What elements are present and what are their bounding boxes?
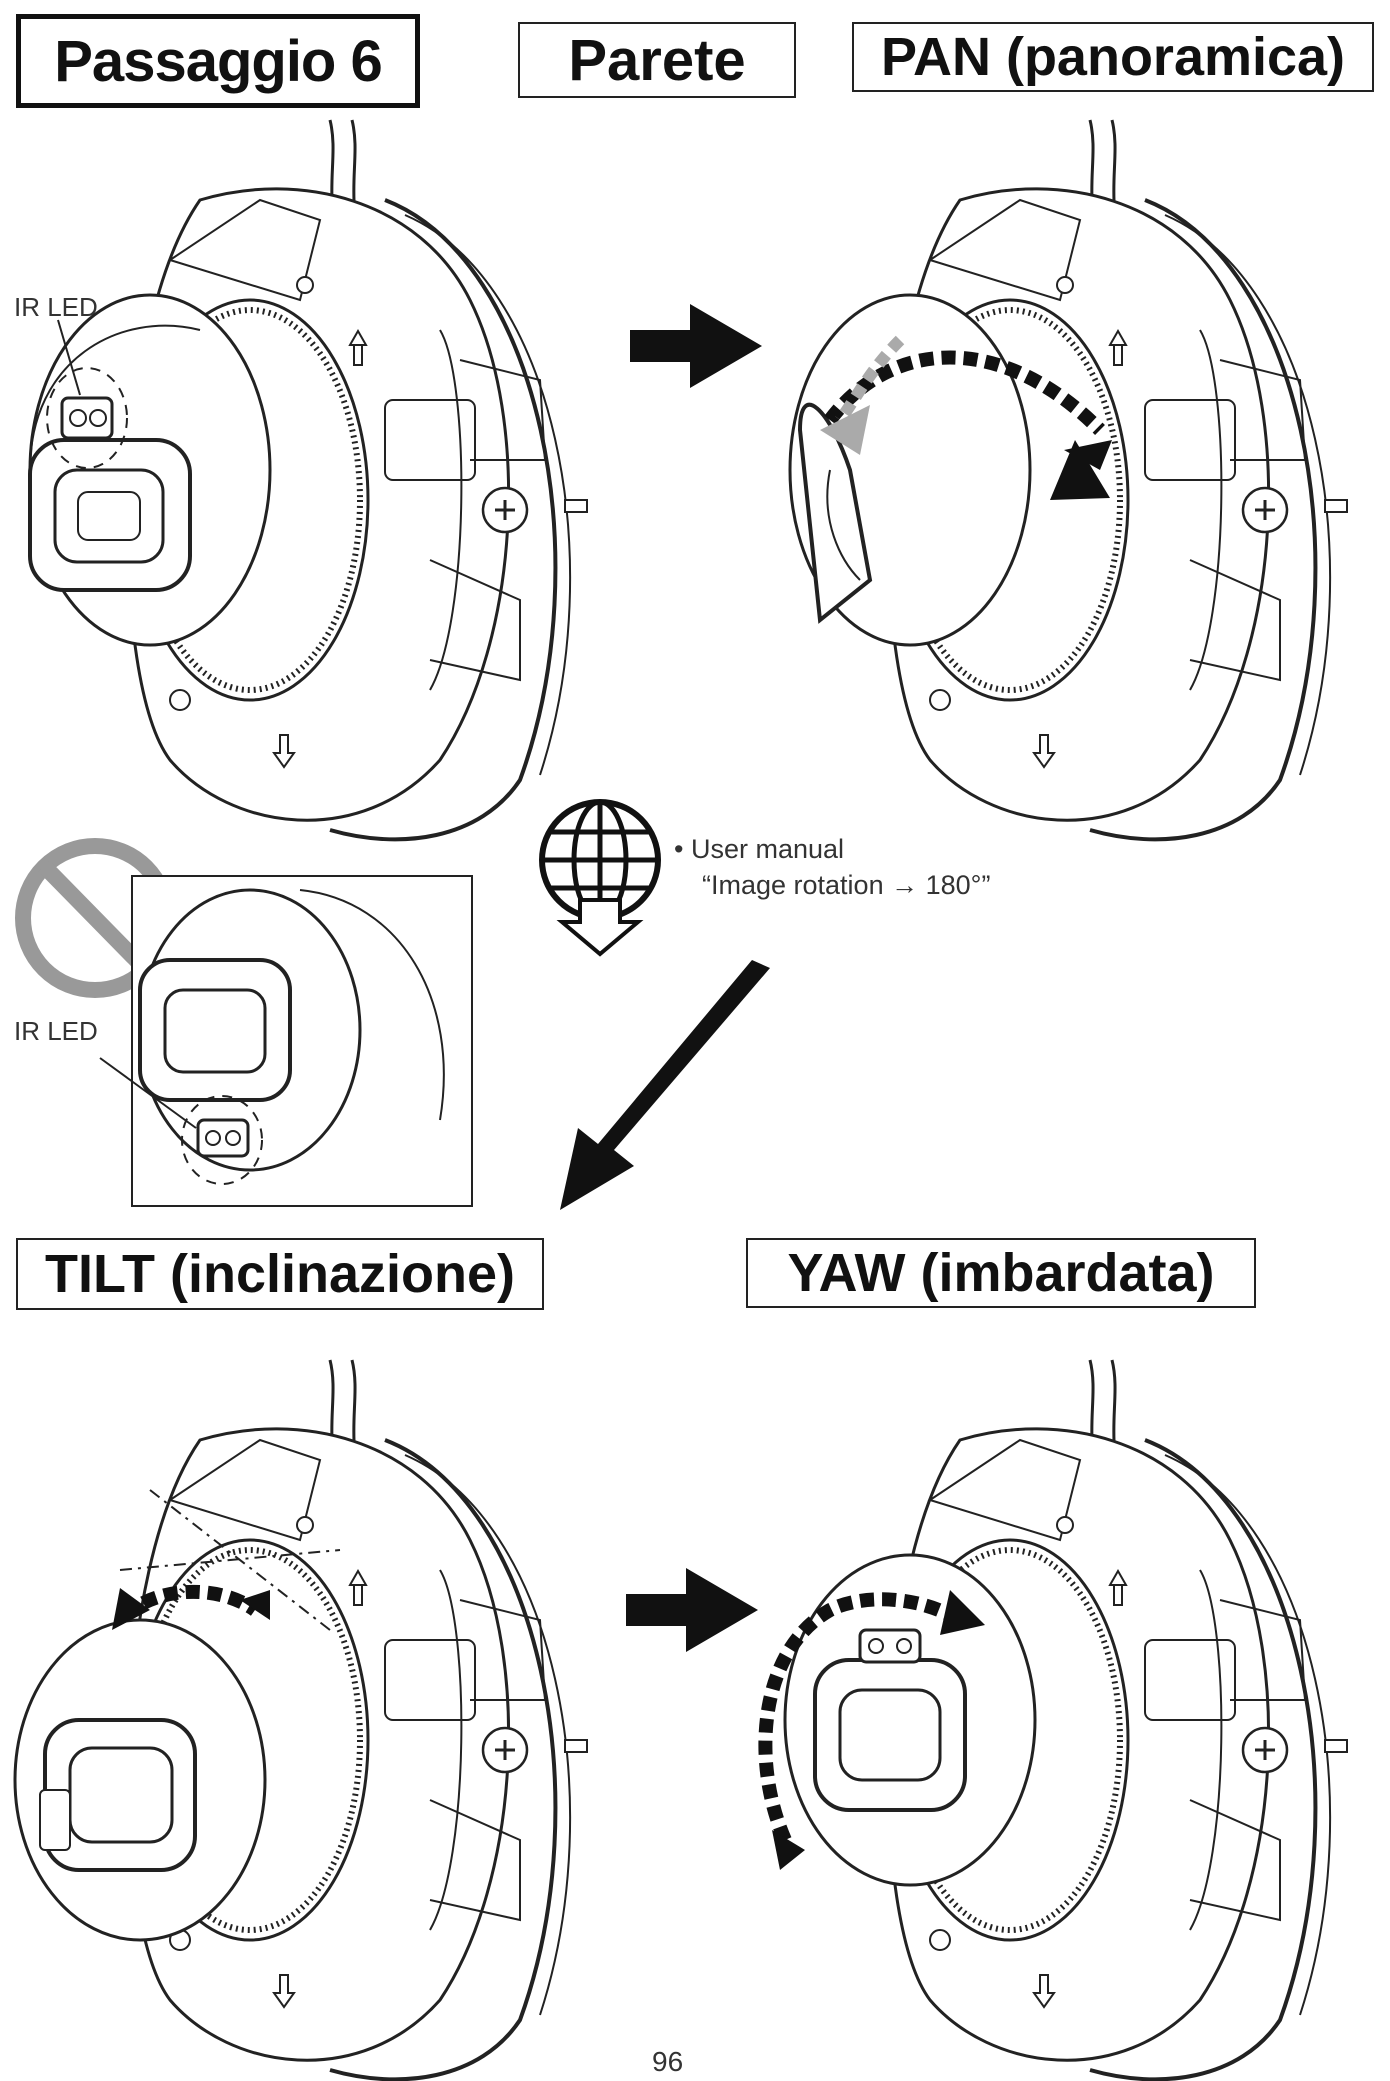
camera-yaw <box>758 1360 1347 2079</box>
tilt-title: TILT (inclinazione) <box>16 1238 544 1310</box>
ir-led-label: IR LED <box>14 292 98 322</box>
ir-led-label: IR LED <box>14 1016 98 1046</box>
arrow-right-icon <box>630 304 762 388</box>
step-title: Passaggio 6 <box>16 14 420 108</box>
note-bullet: • User manual <box>674 834 845 864</box>
page-number: 96 <box>652 2046 684 2077</box>
arrow-down-left-icon <box>560 960 770 1210</box>
wrong-orientation-inset <box>99 875 473 1207</box>
camera-pan <box>788 120 1347 839</box>
camera-tilt <box>13 1360 587 2079</box>
arrow-right-icon <box>626 1568 758 1652</box>
camera-wall <box>28 120 587 839</box>
yaw-title: YAW (imbardata) <box>746 1238 1256 1308</box>
pan-title: PAN (panoramica) <box>852 22 1374 92</box>
note-text: “Image rotation → 180°” <box>702 870 991 900</box>
globe-download-icon <box>539 799 661 957</box>
wall-title: Parete <box>518 22 796 98</box>
